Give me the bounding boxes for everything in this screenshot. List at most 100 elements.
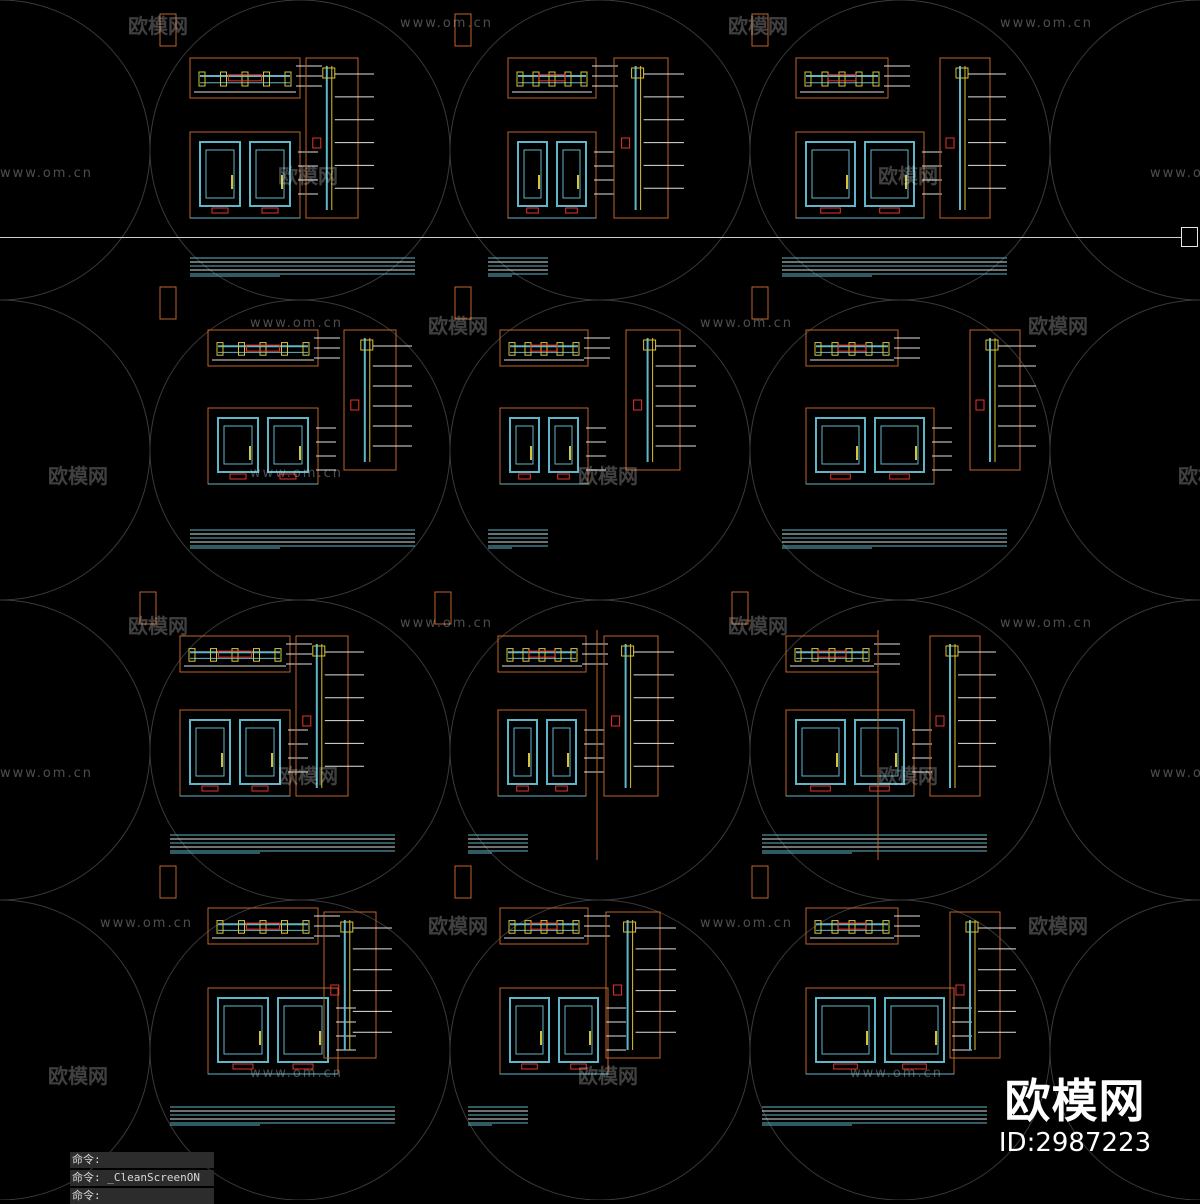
plan-profile — [572, 342, 580, 356]
plan-profile — [216, 920, 224, 934]
watermark-circle — [449, 599, 751, 901]
threshold-mark — [869, 785, 890, 792]
plan-profile — [804, 71, 812, 87]
sheet-tag — [454, 865, 472, 899]
door-leaf — [507, 719, 538, 785]
plan-dimension — [528, 650, 556, 658]
plan-dimension — [538, 74, 566, 82]
plan-profile — [220, 71, 227, 87]
sheet-tag — [159, 286, 177, 320]
section-frame — [605, 911, 661, 1059]
threshold-mark — [526, 207, 539, 214]
plan-dimension — [530, 344, 558, 352]
watermark-circle — [1049, 599, 1200, 901]
door-glass — [223, 425, 253, 465]
threshold-mark — [570, 1063, 587, 1070]
plan-dimension — [530, 922, 558, 930]
door-leaf — [239, 719, 281, 785]
command-line-row-3: 命令: — [70, 1188, 214, 1204]
watermark-brand: 欧模网 — [578, 464, 638, 488]
command-line-row-1: 命令: — [70, 1152, 214, 1168]
door-leaf — [509, 417, 540, 473]
door-glass — [273, 425, 303, 465]
door-glass — [552, 727, 571, 777]
plan-profile — [564, 71, 572, 87]
sheet-tag — [751, 865, 769, 899]
plan-profile — [855, 71, 863, 87]
watermark-url: www.om.cn — [1000, 16, 1093, 31]
watermark-brand: 欧模网 — [278, 164, 338, 188]
threshold-mark — [211, 207, 229, 214]
plan-profile — [274, 648, 282, 662]
section-head — [360, 339, 374, 351]
section-frame — [969, 329, 1021, 471]
section-frame — [305, 57, 359, 219]
plan-profile — [811, 648, 819, 662]
section-frame — [343, 329, 397, 471]
plan-dimension — [817, 650, 847, 658]
section-head — [623, 921, 637, 933]
door-glass — [255, 149, 285, 199]
door-glass — [562, 149, 581, 199]
watermark-url: www.om.cn — [1150, 766, 1200, 781]
section-head — [643, 339, 657, 351]
watermark-circle — [449, 0, 751, 301]
door-glass — [523, 149, 542, 199]
watermark-circle — [1049, 0, 1200, 301]
section-dimension — [955, 984, 965, 996]
door-leaf — [267, 417, 309, 473]
plan-profile — [524, 920, 532, 934]
door-leaf — [217, 997, 269, 1063]
section-dimension — [975, 399, 985, 411]
door-leaf — [509, 997, 550, 1063]
door-glass — [515, 1005, 544, 1055]
watermark-url: www.om.cn — [250, 466, 343, 481]
watermark-circle — [449, 899, 751, 1200]
door-glass — [890, 1005, 939, 1055]
section-dimension — [350, 399, 360, 411]
door-glass — [515, 425, 534, 465]
plan-dimension — [228, 74, 262, 82]
plan-detail-frame — [785, 635, 879, 673]
plan-profile — [210, 648, 217, 662]
plan-profile — [548, 71, 556, 87]
section-frame — [949, 911, 1001, 1059]
plan-profile — [238, 920, 245, 934]
section-head — [340, 921, 354, 933]
door-leaf — [854, 719, 905, 785]
plan-profile — [259, 920, 267, 934]
threshold-mark — [518, 473, 531, 480]
plan-profile — [253, 648, 260, 662]
door-glass — [564, 1005, 593, 1055]
plan-dimension — [246, 344, 280, 352]
sheet-tag — [751, 13, 769, 47]
threshold-mark — [521, 1063, 538, 1070]
watermark-brand: 欧模网 — [878, 764, 938, 788]
watermark-url: www.om.cn — [100, 916, 193, 931]
door-leaf — [558, 997, 599, 1063]
door-glass — [245, 727, 275, 777]
door-leaf — [548, 417, 579, 473]
threshold-mark — [565, 207, 578, 214]
plan-profile — [216, 342, 224, 356]
sheet-tag — [159, 865, 177, 899]
threshold-mark — [292, 1063, 314, 1070]
plan-profile — [506, 648, 514, 662]
section-head — [955, 67, 969, 79]
threshold-mark — [889, 473, 910, 480]
door-leaf — [556, 141, 587, 207]
plan-profile — [572, 920, 580, 934]
watermark-brand: 欧模网 — [48, 464, 108, 488]
section-dimension — [611, 715, 621, 727]
plan-profile — [281, 920, 288, 934]
section-dimension — [330, 984, 340, 996]
plan-profile — [508, 920, 516, 934]
door-leaf — [217, 417, 259, 473]
section-frame — [323, 911, 377, 1059]
section-frame — [295, 635, 349, 797]
plan-profile — [831, 920, 839, 934]
door-glass — [283, 1005, 323, 1055]
sheet-tag — [454, 286, 472, 320]
door-leaf — [795, 719, 846, 785]
